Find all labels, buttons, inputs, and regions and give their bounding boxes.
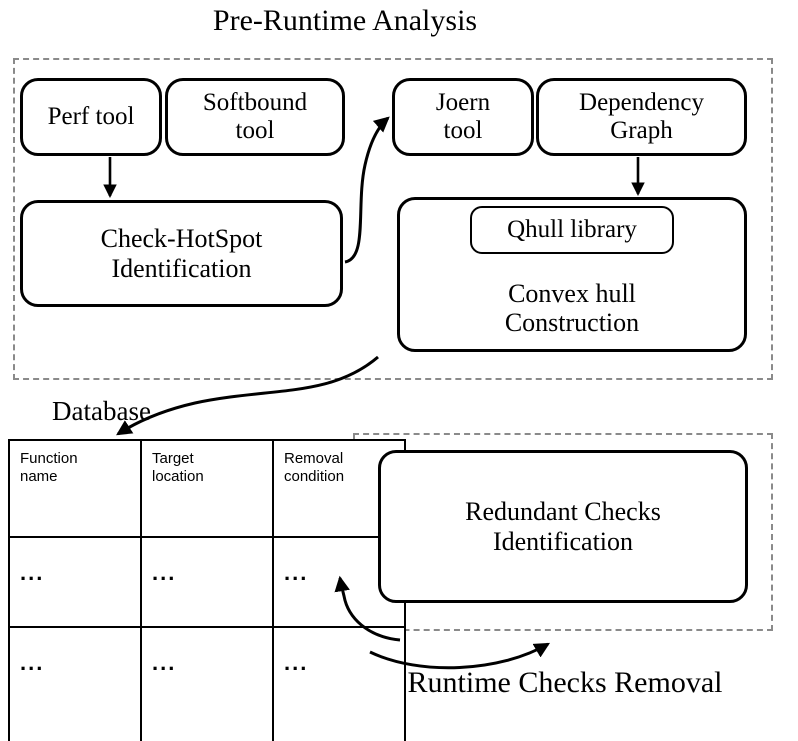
table-cell — [272, 712, 406, 741]
table-header-target-location-line2: location — [152, 468, 204, 486]
node-softbound-tool-line1: Softbound — [202, 89, 308, 116]
table-row[interactable]: ... ... ... — [8, 627, 406, 712]
node-joern-tool[interactable]: Joern tool — [392, 78, 534, 156]
group-pre-runtime-analysis — [13, 58, 773, 380]
node-redundant-checks-line1: Redundant Checks — [465, 497, 661, 527]
node-joern-tool-line1: Joern — [435, 89, 491, 116]
node-check-hotspot-identification[interactable]: Check-HotSpot Identification — [20, 200, 343, 307]
node-qhull-library[interactable]: Qhull library — [470, 206, 674, 254]
node-perf-tool[interactable]: Perf tool — [20, 78, 162, 156]
node-dependency-graph-line2: Graph — [610, 117, 673, 144]
table-header-removal-condition-line1: Removal — [284, 450, 344, 467]
table-cell — [140, 712, 274, 741]
table-cell — [8, 712, 142, 741]
node-convex-hull-line1: Convex hull — [508, 278, 636, 308]
table-header-cell: Target location — [140, 439, 274, 538]
node-softbound-tool[interactable]: Softbound tool — [165, 78, 345, 156]
node-convex-hull-line2: Construction — [504, 307, 640, 337]
node-softbound-tool-line2: tool — [235, 117, 275, 144]
page-title-pre-runtime-analysis: Pre-Runtime Analysis — [212, 4, 478, 37]
node-redundant-checks-identification[interactable]: Redundant Checks Identification — [378, 450, 748, 603]
node-perf-tool-line1: Perf tool — [47, 103, 135, 130]
table-cell: ... — [140, 536, 274, 628]
table-row[interactable]: ... ... ... — [8, 536, 406, 628]
table-cell: ... — [140, 627, 274, 712]
node-check-hotspot-line2: Identification — [111, 253, 252, 283]
node-qhull-library-label: Qhull library — [507, 216, 637, 243]
table-header-function-name-line2: name — [20, 468, 58, 486]
page-title-runtime-checks-removal: Runtime Checks Removal — [407, 666, 723, 699]
table-header-function-name-line1: Function — [20, 450, 78, 467]
table-cell: ... — [8, 627, 142, 712]
database-label: Database — [52, 396, 151, 426]
database-table[interactable]: Function name Target location Removal co… — [8, 439, 406, 741]
node-dependency-graph[interactable]: Dependency Graph — [536, 78, 747, 156]
table-row[interactable] — [8, 712, 406, 741]
node-dependency-graph-line1: Dependency — [579, 89, 704, 116]
table-header-removal-condition-line2: condition — [284, 468, 345, 486]
table-header-row: Function name Target location Removal co… — [8, 439, 406, 538]
table-header-target-location-line1: Target — [152, 450, 194, 467]
node-joern-tool-line2: tool — [443, 117, 483, 144]
node-redundant-checks-line2: Identification — [492, 526, 634, 556]
table-cell: ... — [8, 536, 142, 628]
node-check-hotspot-line1: Check-HotSpot — [100, 224, 263, 254]
table-header-cell: Function name — [8, 439, 142, 538]
